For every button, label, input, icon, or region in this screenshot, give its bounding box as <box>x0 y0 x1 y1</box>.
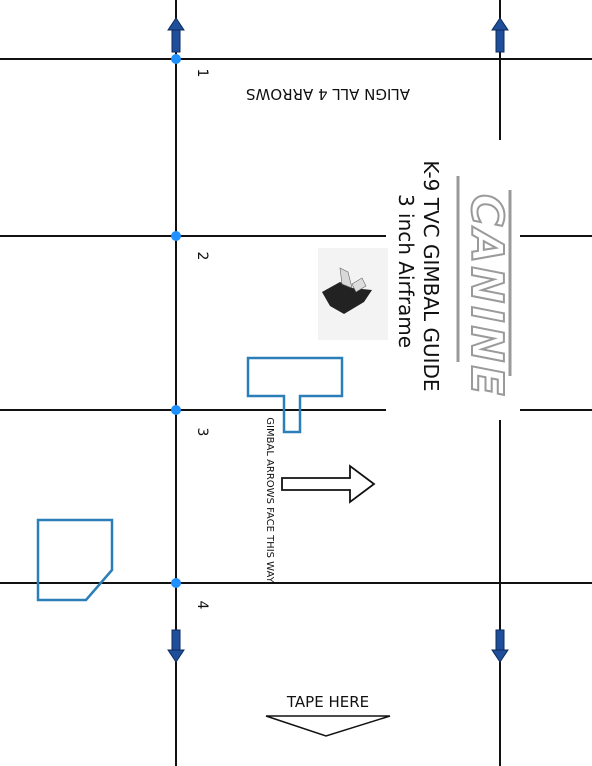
marker-dot-3 <box>171 405 181 415</box>
line-number-1: 1 <box>194 68 210 78</box>
airframe-subtitle: 3 inch Airframe <box>394 193 418 349</box>
line-number-4: 4 <box>194 600 210 610</box>
line-number-3: 3 <box>194 427 210 437</box>
align-arrow-top-right <box>491 17 509 53</box>
marker-dot-2 <box>171 231 181 241</box>
tape-here-arrow <box>265 715 391 737</box>
title-mask <box>386 140 520 420</box>
gimbal-direction-arrow <box>281 464 376 504</box>
marker-dot-4 <box>171 578 181 588</box>
marker-dot-1 <box>171 54 181 64</box>
gimbal-arrow-text: GIMBAL ARROWS FACE THIS WAY <box>264 417 275 583</box>
t-shape-outline <box>246 356 344 434</box>
align-arrow-bottom-left <box>167 629 185 663</box>
gimbal-arrow-instruction: GIMBAL ARROWS FACE THIS WAY <box>248 410 276 590</box>
align-arrow-top-left <box>167 17 185 53</box>
guide-title: K-9 TVC GIMBAL GUIDE <box>419 160 443 392</box>
canine-logo: CANINE <box>460 193 513 399</box>
dog-silhouette-icon <box>322 267 372 314</box>
line-number-2: 2 <box>194 251 210 261</box>
pentagon-outline <box>36 518 114 602</box>
align-arrow-bottom-right <box>491 629 509 663</box>
tape-here-label: TAPE HERE <box>286 693 370 711</box>
align-instruction: ALIGN ALL 4 ARROWS <box>246 85 410 103</box>
